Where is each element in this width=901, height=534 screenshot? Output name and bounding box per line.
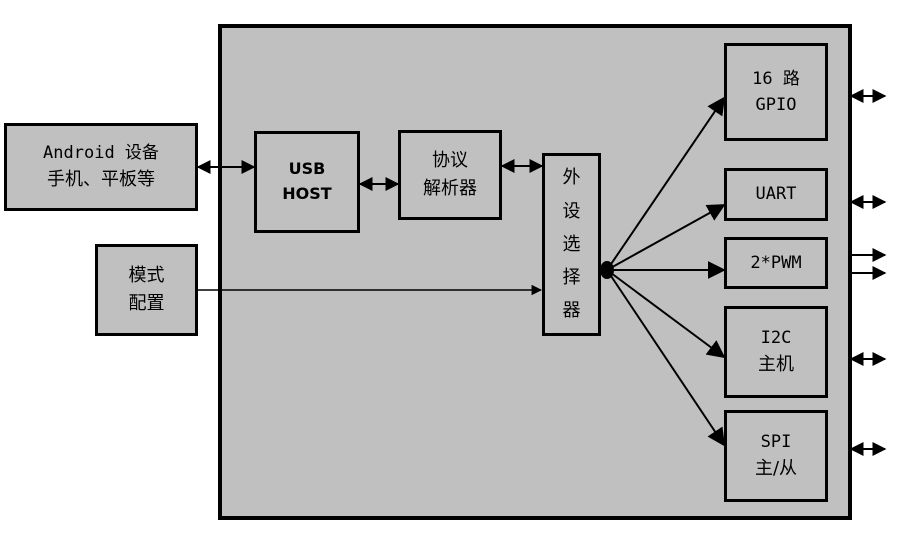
android-device-box: Android 设备 手机、平板等 <box>4 123 198 211</box>
hub-uart-link <box>606 204 726 271</box>
pwm-box: 2*PWM <box>724 237 828 289</box>
mode-config-sublabel: 配置 <box>128 293 165 314</box>
selector-char: 外 <box>562 167 581 189</box>
i2c-box: I2C 主机 <box>724 306 828 398</box>
gpio-label: 16 路 <box>752 68 800 89</box>
usb-host-label: USB <box>288 159 326 179</box>
gpio-box: 16 路 GPIO <box>724 43 828 141</box>
usb-host-box: USB HOST <box>254 131 360 233</box>
hub-i2c-link <box>606 269 726 359</box>
gpio-sublabel: GPIO <box>755 95 797 115</box>
protocol-parser-box: 协议 解析器 <box>398 130 502 220</box>
hub-spi-link <box>606 269 726 447</box>
selector-char: 器 <box>562 300 581 322</box>
spi-box: SPI 主/从 <box>724 410 828 502</box>
mode-config-box: 模式 配置 <box>95 244 198 336</box>
spi-sublabel: 主/从 <box>754 458 798 480</box>
spi-label: SPI <box>760 431 792 452</box>
protocol-parser-label: 协议 <box>432 150 468 172</box>
hub-gpio-link <box>606 96 726 271</box>
protocol-parser-sublabel: 解析器 <box>423 178 477 199</box>
android-device-sublabel: 手机、平板等 <box>47 169 155 191</box>
android-device-label: Android 设备 <box>43 142 159 163</box>
selector-char: 设 <box>562 200 581 222</box>
selector-char: 择 <box>562 267 581 289</box>
uart-label: UART <box>755 184 797 205</box>
pwm-label: 2*PWM <box>750 252 802 273</box>
peripheral-selector-box: 外 设 选 择 器 <box>542 153 601 336</box>
i2c-sublabel: 主机 <box>758 354 794 376</box>
usb-host-sublabel: HOST <box>282 184 332 203</box>
i2c-label: I2C <box>760 327 792 348</box>
mode-config-label: 模式 <box>128 265 165 287</box>
selector-char: 选 <box>562 233 581 255</box>
uart-box: UART <box>724 168 828 221</box>
